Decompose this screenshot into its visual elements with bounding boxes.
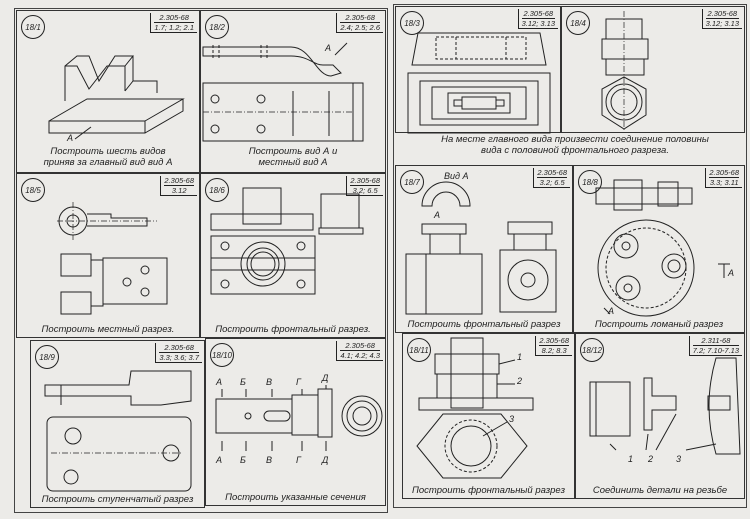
left-sheet: [14, 8, 388, 513]
callout-3: 3: [509, 414, 514, 424]
task-number: 18/4: [566, 11, 590, 35]
shared-caption-3-4: На месте главного вида произвести соедин…: [441, 134, 709, 156]
task-number: 18/6: [205, 178, 229, 202]
svg-text:В: В: [266, 455, 272, 465]
housing-part-drawing: [210, 187, 364, 295]
nut-fitting-drawing: [601, 11, 649, 131]
callout-1: 1: [517, 352, 522, 362]
flanged-body-drawing: Вид А А: [405, 171, 557, 315]
callout-2: 2: [516, 376, 522, 386]
svg-text:Б: Б: [240, 455, 246, 465]
svg-text:Д: Д: [321, 455, 329, 465]
svg-text:А: А: [215, 377, 222, 387]
lever-part-drawing: [57, 202, 168, 315]
task-caption: Построить вид А и местный вид А: [248, 146, 338, 168]
task-caption: Построить местный разрез.: [41, 324, 175, 335]
task-caption: Построить ступенчатый разрез: [41, 494, 194, 505]
svg-text:Г: Г: [296, 455, 302, 465]
task-caption: Построить ломаный разрез: [594, 319, 724, 330]
plate-part-drawing: [44, 370, 192, 492]
task-caption: Построить фронтальный разрез.: [215, 324, 371, 335]
task-number: 18/8: [578, 170, 602, 194]
task-number: 18/9: [35, 345, 59, 369]
bolted-joint-drawing: 1 2 3: [416, 337, 534, 479]
task-number: 18/7: [400, 170, 424, 194]
svg-text:В: В: [266, 377, 272, 387]
svg-text:А: А: [215, 455, 222, 465]
task-number: 18/12: [580, 338, 604, 362]
round-flange-drawing: А А: [595, 179, 734, 317]
svg-text:Д: Д: [321, 373, 329, 383]
task-number: 18/11: [407, 338, 431, 362]
box-part-drawing: [407, 32, 551, 134]
task-caption: Соединить детали на резьбе: [592, 485, 728, 496]
view-a-label: А: [324, 43, 331, 53]
task-number: 18/1: [21, 15, 45, 39]
task-caption: Построить фронтальный разрез: [412, 485, 565, 496]
task-caption: Построить указанные сечения: [225, 492, 366, 503]
section-a-label-right: А: [727, 268, 734, 278]
task-caption: Построить фронтальный разрез: [407, 319, 561, 330]
callout-1: 1: [628, 454, 633, 464]
svg-text:Б: Б: [240, 377, 246, 387]
task-caption: Построить шесть видов приняв за главный …: [43, 146, 173, 168]
callout-2: 2: [647, 454, 653, 464]
threaded-parts-drawing: 1 2 3: [589, 357, 741, 464]
svg-text:Г: Г: [296, 377, 302, 387]
bent-bracket-drawing: А: [202, 42, 364, 142]
section-a-label-left: А: [607, 306, 614, 316]
task-number: 18/5: [21, 178, 45, 202]
isometric-part-drawing: А: [48, 55, 185, 143]
task-number: 18/3: [400, 11, 424, 35]
shaft-sections-drawing: А Б В Г Д А Б В Г Д: [215, 373, 383, 465]
section-labels: А Б В Г Д А Б В Г Д: [215, 373, 329, 465]
view-a-label: А: [66, 133, 73, 143]
arrow-a-label: А: [433, 210, 440, 220]
task-number: 18/2: [205, 15, 229, 39]
right-sheet: [393, 4, 747, 508]
task-number: 18/10: [210, 343, 234, 367]
view-a-title: Вид А: [444, 171, 469, 181]
callout-3: 3: [676, 454, 681, 464]
